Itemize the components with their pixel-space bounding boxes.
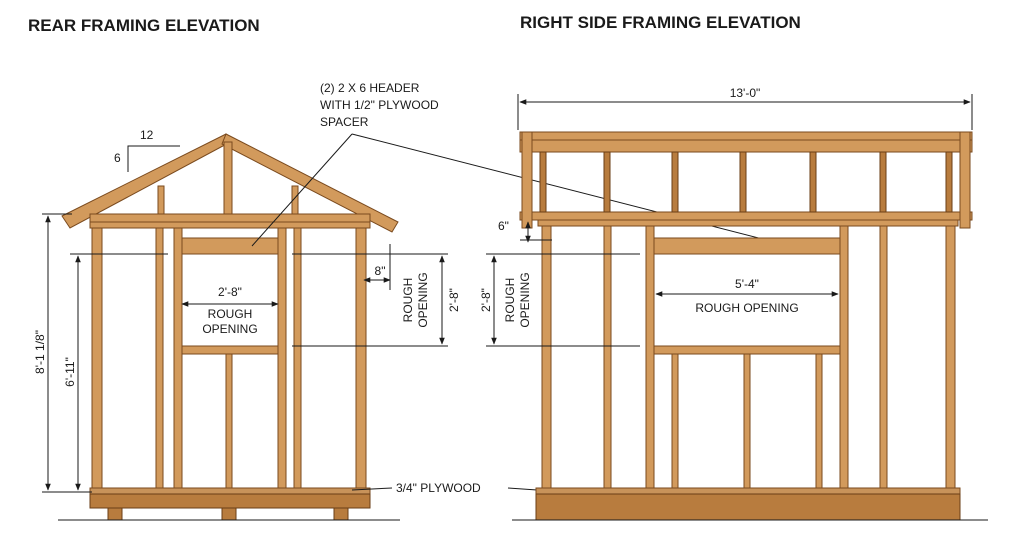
- side-ridge-board: [519, 139, 973, 153]
- rear-gable-stud-left: [157, 185, 165, 219]
- rear-opening-width: 2'-8": [218, 285, 242, 299]
- side-floor-joist: [535, 493, 961, 521]
- side-wall-top-plate: [537, 219, 959, 227]
- rear-gable-stud-right: [291, 185, 299, 219]
- header-note-line1: (2) 2 X 6 HEADER: [320, 81, 420, 95]
- rear-header: [181, 237, 279, 255]
- side-end-right: [959, 131, 971, 229]
- side-opening-label: ROUGH OPENING: [695, 301, 798, 315]
- slope-rise: 6: [114, 151, 121, 165]
- header-note-line2: WITH 1/2" PLYWOOD: [320, 98, 439, 112]
- side-opening-width: 5'-4": [735, 277, 759, 291]
- rear-king-stud-left: [173, 227, 183, 491]
- rear-plywood-floor: [89, 487, 371, 495]
- side-vertical: [739, 151, 747, 213]
- slope-indicator: [127, 145, 180, 172]
- side-plywood-floor: [535, 487, 961, 495]
- slope-run: 12: [140, 128, 154, 142]
- rear-king-post: [223, 141, 233, 221]
- side-stud: [879, 225, 888, 489]
- rear-side-label-1: ROUGH: [401, 278, 415, 323]
- rear-floor-joist: [89, 493, 371, 509]
- side-vertical: [603, 151, 611, 213]
- side-top-offset: 6": [498, 219, 509, 233]
- side-cripple-stud: [815, 353, 823, 489]
- side-opening-height: 2'-8": [479, 288, 493, 312]
- side-vertical: [671, 151, 679, 213]
- side-opening-label-1: ROUGH: [503, 278, 517, 323]
- header-note: (2) 2 X 6 HEADER WITH 1/2" PLYWOOD SPACE…: [251, 81, 791, 247]
- rear-skid: [107, 507, 123, 521]
- rear-cripple-stud: [225, 353, 233, 491]
- side-elevation-title: RIGHT SIDE FRAMING ELEVATION: [520, 13, 801, 32]
- rear-opening-label-1: ROUGH: [208, 307, 253, 321]
- rear-side-label-2: OPENING: [416, 272, 430, 327]
- rear-elevation: 12 6 8'-1 1/8" 6'-11" 2'-8" ROUGH OPENIN…: [33, 128, 567, 521]
- plywood-label: 3/4" PLYWOOD: [396, 481, 481, 495]
- side-king-stud-left: [645, 225, 655, 489]
- rear-wall-height: 6'-11": [63, 357, 77, 387]
- side-top-chord: [519, 131, 973, 141]
- rear-stud: [155, 227, 164, 491]
- side-sill: [653, 345, 841, 355]
- side-overall-length: 13'-0": [730, 86, 761, 100]
- rear-top-plate: [89, 213, 371, 223]
- side-vertical: [945, 151, 953, 213]
- side-bottom-chord: [519, 211, 973, 221]
- rear-skid: [333, 507, 349, 521]
- side-stud: [945, 225, 956, 489]
- header-note-line3: SPACER: [320, 115, 369, 129]
- rear-elevation-title: REAR FRAMING ELEVATION: [28, 16, 260, 35]
- side-stud: [603, 225, 612, 489]
- rear-corner-stud-right: [355, 227, 367, 491]
- header-leader-side: [351, 133, 791, 247]
- plywood-leader-left: [351, 487, 393, 491]
- side-elevation: 13'-0" 6": [479, 86, 988, 521]
- rear-total-height: 8'-1 1/8": [33, 330, 47, 374]
- side-opening-label-2: OPENING: [518, 272, 532, 327]
- rear-right-rafter: [221, 133, 399, 233]
- side-king-stud-right: [839, 225, 849, 489]
- rear-top-plate-2: [89, 221, 371, 229]
- side-vertical: [879, 151, 887, 213]
- header-leader-rear: [251, 133, 353, 247]
- rear-opening-height: 2'-8": [447, 288, 461, 312]
- rear-king-stud-right: [277, 227, 287, 491]
- side-stud: [541, 225, 552, 489]
- rear-opening-label-2: OPENING: [202, 322, 257, 336]
- side-vertical: [809, 151, 817, 213]
- rear-stud: [293, 227, 302, 491]
- rear-sill: [181, 345, 279, 355]
- side-vertical: [539, 151, 547, 213]
- side-cripple-stud: [743, 353, 751, 489]
- rear-side-offset: 8": [375, 264, 386, 278]
- side-cripple-stud: [671, 353, 679, 489]
- rear-corner-stud-left: [91, 227, 103, 491]
- side-end-left: [521, 131, 533, 229]
- rear-skid: [221, 507, 237, 521]
- side-header: [653, 237, 841, 255]
